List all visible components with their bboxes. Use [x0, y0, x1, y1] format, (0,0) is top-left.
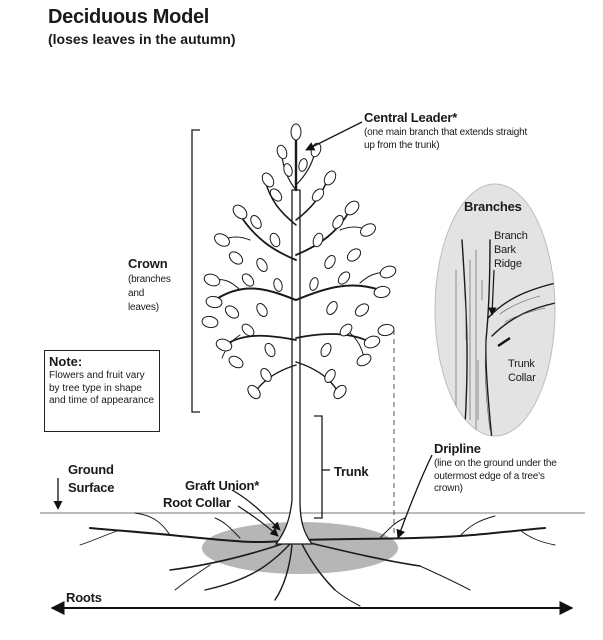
central-leader-arrow: [305, 121, 363, 151]
ground-surface-label-line-1: Ground: [68, 462, 114, 477]
trunk-bracket: [314, 415, 323, 519]
branch-bark-ridge-label-line-1: Branch: [494, 230, 528, 242]
dripline-arrow: [396, 454, 433, 539]
diagram-title: Deciduous Model: [48, 6, 210, 28]
central-leader-label: Central Leader*: [364, 110, 458, 125]
crown-description-line-2: and: [128, 288, 145, 299]
trunk-label: Trunk: [334, 464, 369, 479]
dripline-description: (line on the ground under the outermost …: [434, 458, 557, 494]
root-collar-label: Root Collar: [163, 495, 231, 510]
note-body: Flowers and fruit vary by tree type in s…: [49, 370, 155, 406]
diagram-subtitle: (loses leaves in the autumn): [48, 31, 236, 47]
graft-union-arrow: [231, 489, 281, 531]
note-box: Note: Flowers and fruit vary by tree typ…: [44, 350, 160, 432]
roots-drawing: [79, 512, 556, 607]
roots-label: Roots: [66, 590, 102, 605]
crown-bracket: [191, 129, 200, 413]
leaves-drawing: [201, 123, 397, 400]
trunk-drawing: [274, 189, 314, 545]
root-zone-shading: [202, 522, 398, 574]
ground-surface-label-line-2: Surface: [68, 480, 115, 495]
crown-label: Crown: [128, 256, 168, 271]
graft-union-label: Graft Union*: [185, 478, 260, 493]
branch-bark-ridge-label-line-2: Bark: [494, 244, 516, 256]
trunk-collar-label-line-1: Trunk: [508, 358, 535, 370]
trunk-collar-label-line-2: Collar: [508, 372, 536, 384]
crown-description-line-3: leaves): [128, 302, 159, 313]
branches-inset: [434, 183, 556, 437]
branch-bark-ridge-label-line-3: Ridge: [494, 258, 522, 270]
branches-inset-title: Branches: [464, 199, 522, 214]
central-leader-description: (one main branch that extends straight u…: [364, 127, 528, 151]
note-title: Note:: [49, 354, 83, 369]
crown-description-line-1: (branches: [128, 274, 171, 285]
root-collar-arrow: [237, 505, 279, 537]
dripline-label: Dripline: [434, 441, 481, 456]
